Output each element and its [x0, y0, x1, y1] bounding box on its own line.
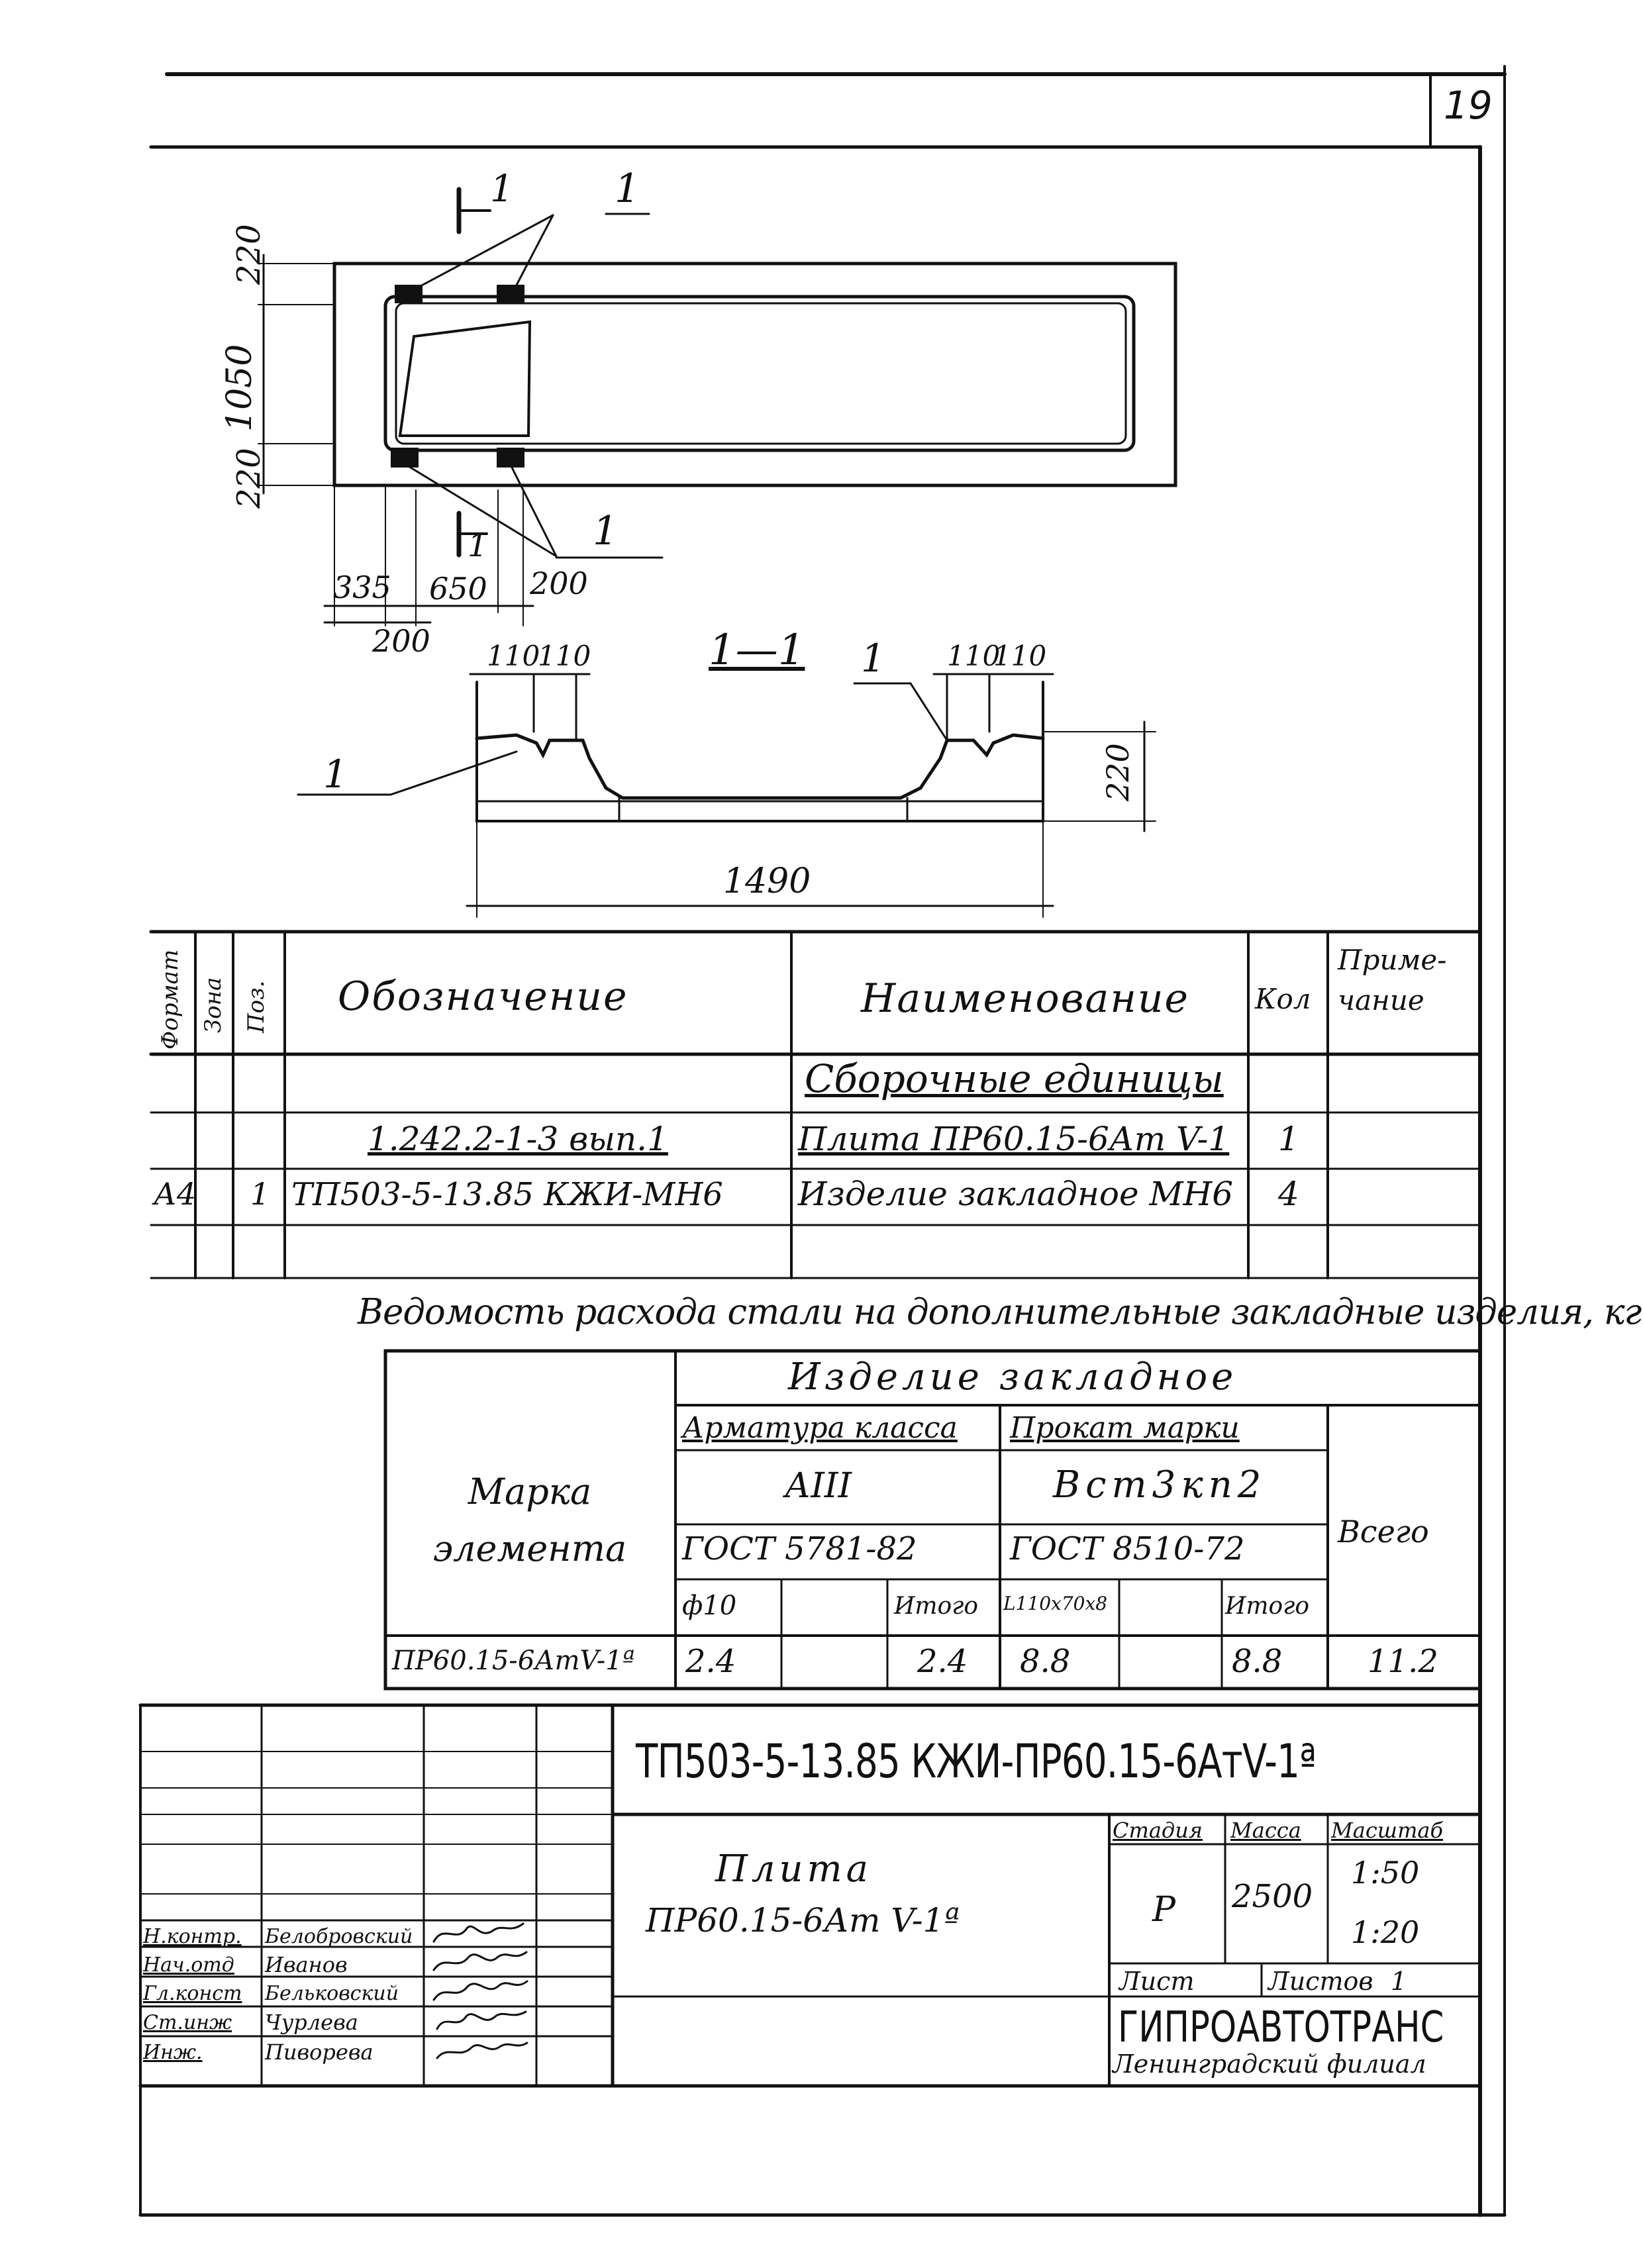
callout-left-label: 1 — [323, 752, 348, 797]
signature-role: Нач.отд — [143, 1953, 234, 1977]
dim-650: 650 — [429, 571, 487, 607]
dim-110-right-a: 110 — [947, 640, 1001, 672]
spec-row-format: А4 — [154, 1176, 197, 1212]
stage-value: Р — [1152, 1890, 1175, 1930]
sub-col-itogo-rebar: Итого — [894, 1593, 979, 1620]
steel-mark-label: Марка элемента — [432, 1471, 627, 1570]
rolled-gost: ГОСТ 8510-72 — [1010, 1530, 1245, 1567]
signature-name: Чурлева — [265, 2010, 358, 2035]
rebar-gost: ГОСТ 5781-82 — [682, 1530, 917, 1567]
section-mark-bottom: 1 — [468, 527, 488, 564]
rebar-class-label: Арматура класса — [682, 1411, 958, 1445]
dim-110-right-b: 110 — [993, 640, 1047, 672]
steel-row-value: 8.8 — [1232, 1643, 1283, 1680]
total-label: Всего — [1338, 1514, 1429, 1550]
scale-value-1: 1:50 — [1351, 1855, 1420, 1891]
document-code: ТП503-5-13.85 КЖИ-ПР60.15-6АтV-1ª — [636, 1734, 1317, 1789]
stage-label: Стадия — [1113, 1818, 1203, 1843]
signature-role: Ст.инж — [143, 2011, 232, 2034]
mass-label: Масса — [1230, 1818, 1301, 1843]
dim-110-left-a: 110 — [487, 640, 540, 672]
spec-row-designation: ТП503-5-13.85 КЖИ-МН6 — [291, 1176, 723, 1213]
item-name-line1: Плита — [715, 1848, 873, 1891]
signature-role: Инж. — [143, 2041, 203, 2064]
sheets-count: 1 — [1391, 1967, 1407, 1996]
spec-row-designation: 1.242.2-1-3 вып.1 — [368, 1120, 668, 1158]
spec-row-name: Изделие закладное МН6 — [798, 1175, 1234, 1213]
sheets-label: Листов — [1268, 1967, 1373, 1996]
signature-name: Бельковский — [265, 1982, 399, 2005]
org-name: ГИПРОАВТОТРАНС — [1118, 2003, 1444, 2052]
sub-col-angle: L110x70x8 — [1003, 1593, 1108, 1614]
callout-bottom-label: 1 — [593, 508, 619, 554]
spec-row-name: Плита ПР60.15-6Ат V-1 — [798, 1120, 1230, 1158]
steel-row-value: 8.8 — [1020, 1643, 1071, 1680]
mass-value: 2500 — [1232, 1878, 1313, 1915]
dim-200-lower: 200 — [372, 623, 430, 659]
signature-role: Н.контр. — [143, 1925, 242, 1948]
dim-110-left-b: 110 — [538, 640, 591, 672]
org-branch: Ленинградский филиал — [1113, 2049, 1426, 2079]
item-name-line2: ПР60.15-6Ат V-1ª — [646, 1901, 960, 1940]
sub-col-itogo-rolled: Итого — [1225, 1593, 1310, 1620]
callout-top-label: 1 — [615, 166, 640, 212]
dim-335: 335 — [333, 569, 391, 605]
sheet-number: 19 — [1444, 83, 1493, 128]
signature-role: Гл.конст — [143, 1982, 242, 2005]
spec-row-qty: 1 — [1278, 1120, 1299, 1158]
steel-row-value: 2.4 — [917, 1643, 968, 1680]
steel-row-mark: ПР60.15-6АтV-1ª — [392, 1646, 635, 1676]
rebar-class-value: АIII — [785, 1466, 852, 1506]
sub-col-f10: ф10 — [682, 1591, 737, 1621]
spec-header-qty: Кол — [1255, 983, 1311, 1015]
dim-length-1490: 1490 — [723, 862, 811, 901]
rolled-label: Прокат марки — [1010, 1411, 1240, 1445]
spec-header-designation: Обозначение — [338, 973, 628, 1020]
callout-right-label: 1 — [861, 636, 885, 681]
scale-value-2: 1:20 — [1351, 1914, 1420, 1950]
signature-name: Иванов — [265, 1952, 348, 1977]
scale-label: Масштаб — [1331, 1818, 1444, 1843]
spec-row-pos: 1 — [250, 1176, 270, 1212]
steel-table-caption: Ведомость расхода стали на дополнительны… — [358, 1292, 1642, 1332]
dim-200-right: 200 — [530, 566, 588, 601]
rolled-grade: Вст3кп2 — [1053, 1463, 1267, 1506]
sheet-label: Лист — [1119, 1967, 1195, 1996]
section-mark-top: 1 — [490, 168, 514, 211]
steel-row-value: 2.4 — [685, 1643, 736, 1680]
signature-name: Пиворева — [265, 2040, 373, 2065]
spec-row-qty: 4 — [1278, 1175, 1299, 1213]
spec-header-note: Приме- чание — [1338, 944, 1447, 1016]
spec-header-name: Наименование — [861, 975, 1190, 1022]
signature-name: Белобровский — [265, 1925, 413, 1948]
spec-row-section-heading: Сборочные единицы — [805, 1056, 1224, 1101]
steel-row-total: 11.2 — [1368, 1643, 1438, 1680]
section-title: 1—1 — [709, 626, 805, 675]
steel-col-group: Изделие закладное — [788, 1356, 1238, 1399]
